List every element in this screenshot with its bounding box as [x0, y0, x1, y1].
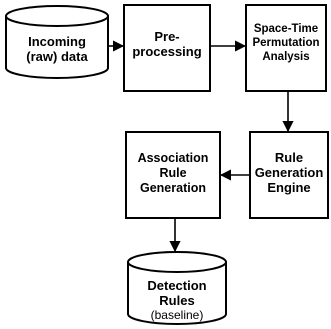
association-rule-generation-box: Association Rule Generation [125, 131, 221, 219]
incoming-data-label-line-2: (raw) data [26, 49, 88, 64]
preprocessing-label-line-2: processing [132, 44, 201, 59]
association-label-line-2: Rule [159, 166, 186, 180]
space-time-label-line-1: Space-Time [254, 23, 318, 35]
rule-generation-engine-box: Rule Generation Engine [249, 131, 329, 219]
space-time-label-line-3: Analysis [262, 51, 309, 63]
space-time-analysis-box: Space-Time Permutation Analysis [245, 4, 327, 92]
preprocessing-box: Pre- processing [123, 4, 211, 92]
incoming-data-cylinder: Incoming (raw) data [5, 5, 109, 79]
association-label-line-1: Association [138, 151, 209, 165]
incoming-data-label-line-1: Incoming [28, 34, 86, 49]
rule-engine-label-line-3: Engine [267, 180, 310, 195]
space-time-label-line-2: Permutation [252, 37, 319, 49]
detection-rules-cylinder: Detection Rules (baseline) [127, 251, 227, 325]
detection-rules-label-line-2: Rules [159, 293, 194, 308]
detection-rules-label-line-1: Detection [147, 278, 206, 293]
detection-rules-label-line-3: (baseline) [151, 308, 204, 322]
association-label-line-3: Generation [140, 181, 206, 195]
preprocessing-label-line-1: Pre- [154, 29, 179, 44]
rule-engine-label-line-1: Rule [275, 150, 303, 165]
rule-engine-label-line-2: Generation [255, 165, 324, 180]
